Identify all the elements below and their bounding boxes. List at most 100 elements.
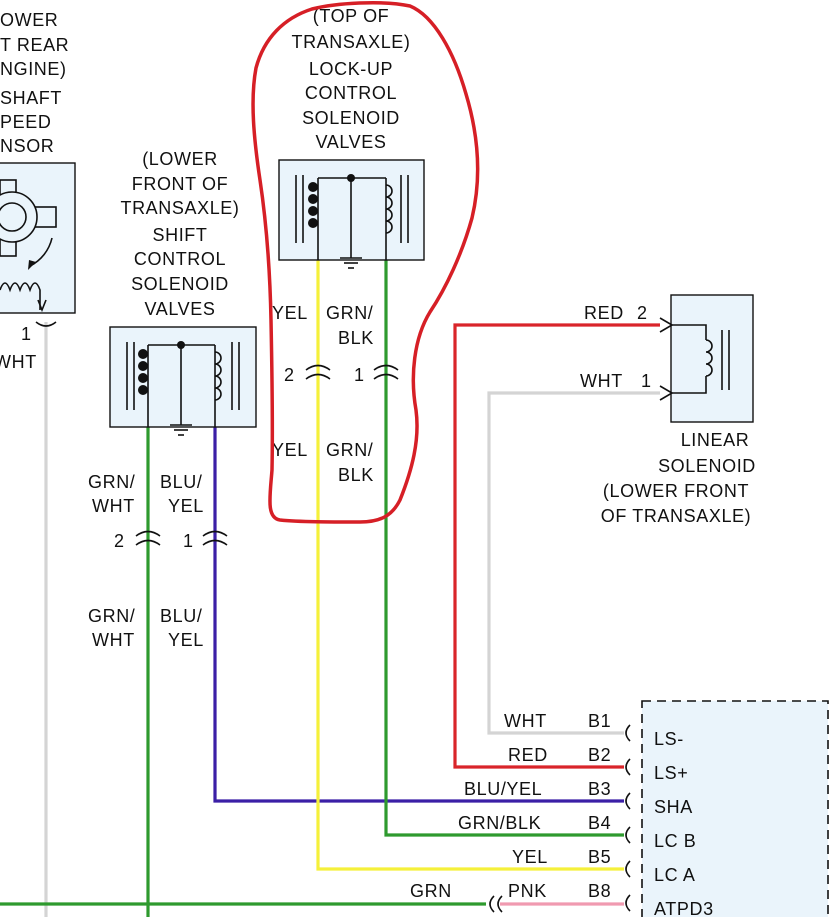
wire-red — [453, 323, 660, 769]
linear-solenoid: RED 2 WHT 1 LINEAR SOLENOID (LOWER FRONT… — [580, 294, 756, 526]
speed-sensor-rotor-icon — [0, 179, 57, 270]
svg-text:CONTROL: CONTROL — [305, 83, 397, 103]
svg-text:B1: B1 — [588, 711, 611, 731]
speed-sensor-pin: 1 — [21, 324, 32, 344]
svg-text:WHT: WHT — [504, 711, 547, 731]
svg-text:(LOWER FRONT: (LOWER FRONT — [603, 481, 749, 501]
grn-wire-label: GRN — [410, 881, 452, 901]
ecu-row-3: BLU/YEL B3 SHA — [464, 779, 692, 817]
wire-wht-linear — [487, 391, 660, 735]
svg-text:OWER: OWER — [0, 10, 58, 30]
speed-sensor-wire-label: WHT — [0, 352, 37, 372]
linear-solenoid-label: LINEAR SOLENOID (LOWER FRONT OF TRANSAXL… — [601, 430, 756, 526]
svg-text:BLU/YEL: BLU/YEL — [464, 779, 542, 799]
svg-text:YEL: YEL — [168, 630, 204, 650]
shift-pin-left: 2 — [114, 531, 125, 551]
ecu-row-4: GRN/BLK B4 LC B — [458, 813, 696, 851]
svg-text:B5: B5 — [588, 847, 611, 867]
ecu-connector: WHT B1 LS- RED B2 LS+ BLU/YEL B3 SHA GRN… — [410, 700, 829, 917]
svg-text:(TOP OF: (TOP OF — [313, 6, 390, 26]
shift-connector-right-icon — [202, 530, 228, 546]
svg-text:CONTROL: CONTROL — [134, 249, 226, 269]
lockup-wire-left-top: YEL — [272, 303, 308, 323]
svg-text:VALVES: VALVES — [316, 132, 387, 152]
svg-text:GRN/: GRN/ — [88, 606, 135, 626]
svg-text:SOLENOID: SOLENOID — [302, 108, 400, 128]
ecu-box — [641, 700, 829, 917]
speed-sensor-coil-icon — [0, 282, 41, 310]
svg-text:LS+: LS+ — [654, 763, 688, 783]
lockup-wire-right-bottom-2: BLK — [338, 465, 374, 485]
shift-pin-right: 1 — [183, 531, 194, 551]
lockup-pin-left: 2 — [284, 365, 295, 385]
shift-wire-labels-top: GRN/ WHT BLU/ YEL — [88, 472, 204, 516]
svg-text:SOLENOID: SOLENOID — [658, 456, 756, 476]
lockup-solenoid: (TOP OF TRANSAXLE) LOCK-UP CONTROL SOLEN… — [272, 6, 425, 485]
svg-text:BLU/: BLU/ — [160, 472, 202, 492]
svg-text:B8: B8 — [588, 881, 611, 901]
linear-wire-top: RED — [584, 303, 624, 323]
svg-text:SHAFT: SHAFT — [0, 88, 62, 108]
svg-text:BLU/: BLU/ — [160, 606, 202, 626]
lockup-wire-right-top-2: BLK — [338, 328, 374, 348]
svg-text:WHT: WHT — [92, 496, 135, 516]
speed-sensor-label: OWER T REAR NGINE) SHAFT PEED NSOR — [0, 10, 69, 156]
svg-text:T REAR: T REAR — [0, 35, 69, 55]
svg-text:TRANSAXLE): TRANSAXLE) — [291, 32, 410, 52]
svg-text:VALVES: VALVES — [145, 299, 216, 319]
linear-pin-bottom: 1 — [641, 371, 652, 391]
svg-text:GRN/BLK: GRN/BLK — [458, 813, 541, 833]
ecu-row-5: YEL B5 LC A — [512, 847, 695, 885]
linear-solenoid-symbol-icon — [659, 317, 730, 401]
lockup-wire-right-bottom-1: GRN/ — [326, 440, 373, 460]
svg-text:LC A: LC A — [654, 865, 695, 885]
svg-text:WHT: WHT — [92, 630, 135, 650]
linear-pin-top: 2 — [637, 303, 648, 323]
svg-text:LOCK-UP: LOCK-UP — [309, 59, 393, 79]
lockup-connector-right-icon — [373, 364, 399, 380]
ecu-row-2: RED B2 LS+ — [508, 745, 688, 783]
svg-text:PEED: PEED — [0, 112, 51, 132]
svg-text:TRANSAXLE): TRANSAXLE) — [120, 198, 239, 218]
svg-text:NGINE): NGINE) — [0, 59, 67, 79]
ecu-row-6: PNK B8 ATPD3 — [508, 881, 714, 917]
shift-solenoid-symbol-icon — [126, 341, 240, 436]
lockup-connector-left-icon — [305, 364, 331, 380]
svg-text:LC B: LC B — [654, 831, 696, 851]
wire-grn-blk — [384, 260, 624, 837]
svg-text:SOLENOID: SOLENOID — [131, 274, 229, 294]
svg-text:OF TRANSAXLE): OF TRANSAXLE) — [601, 506, 752, 526]
lockup-solenoid-label: (TOP OF TRANSAXLE) LOCK-UP CONTROL SOLEN… — [291, 6, 410, 152]
speed-sensor-connector-icon — [35, 321, 57, 327]
svg-text:RED: RED — [508, 745, 548, 765]
shift-connector-left-icon — [135, 530, 161, 546]
lockup-wire-left-bottom: YEL — [272, 440, 308, 460]
svg-text:LINEAR: LINEAR — [681, 430, 750, 450]
pnk-connector-icon — [489, 895, 503, 913]
svg-text:LS-: LS- — [654, 729, 684, 749]
lockup-wire-right-top-1: GRN/ — [326, 303, 373, 323]
svg-text:GRN/: GRN/ — [88, 472, 135, 492]
lockup-solenoid-symbol-icon — [295, 174, 409, 269]
svg-text:B4: B4 — [588, 813, 611, 833]
svg-text:B2: B2 — [588, 745, 611, 765]
ecu-row-1: WHT B1 LS- — [504, 711, 684, 749]
svg-text:ATPD3: ATPD3 — [654, 899, 714, 917]
svg-text:YEL: YEL — [168, 496, 204, 516]
highlight-outline — [251, 0, 480, 524]
wire-blu-yel — [213, 427, 624, 803]
svg-text:YEL: YEL — [512, 847, 548, 867]
svg-text:B3: B3 — [588, 779, 611, 799]
svg-text:PNK: PNK — [508, 881, 547, 901]
wires — [0, 260, 660, 917]
shift-solenoid: (LOWER FRONT OF TRANSAXLE) SHIFT CONTROL… — [88, 149, 257, 650]
shift-solenoid-label: (LOWER FRONT OF TRANSAXLE) SHIFT CONTROL… — [120, 149, 239, 319]
svg-text:NSOR: NSOR — [0, 136, 54, 156]
wire-yel — [316, 260, 624, 871]
linear-wire-bottom: WHT — [580, 371, 623, 391]
shift-wire-labels-bottom: GRN/ WHT BLU/ YEL — [88, 606, 204, 650]
speed-sensor: OWER T REAR NGINE) SHAFT PEED NSOR 1 WHT — [0, 10, 76, 372]
svg-text:SHIFT: SHIFT — [153, 225, 208, 245]
svg-text:(LOWER: (LOWER — [142, 149, 218, 169]
